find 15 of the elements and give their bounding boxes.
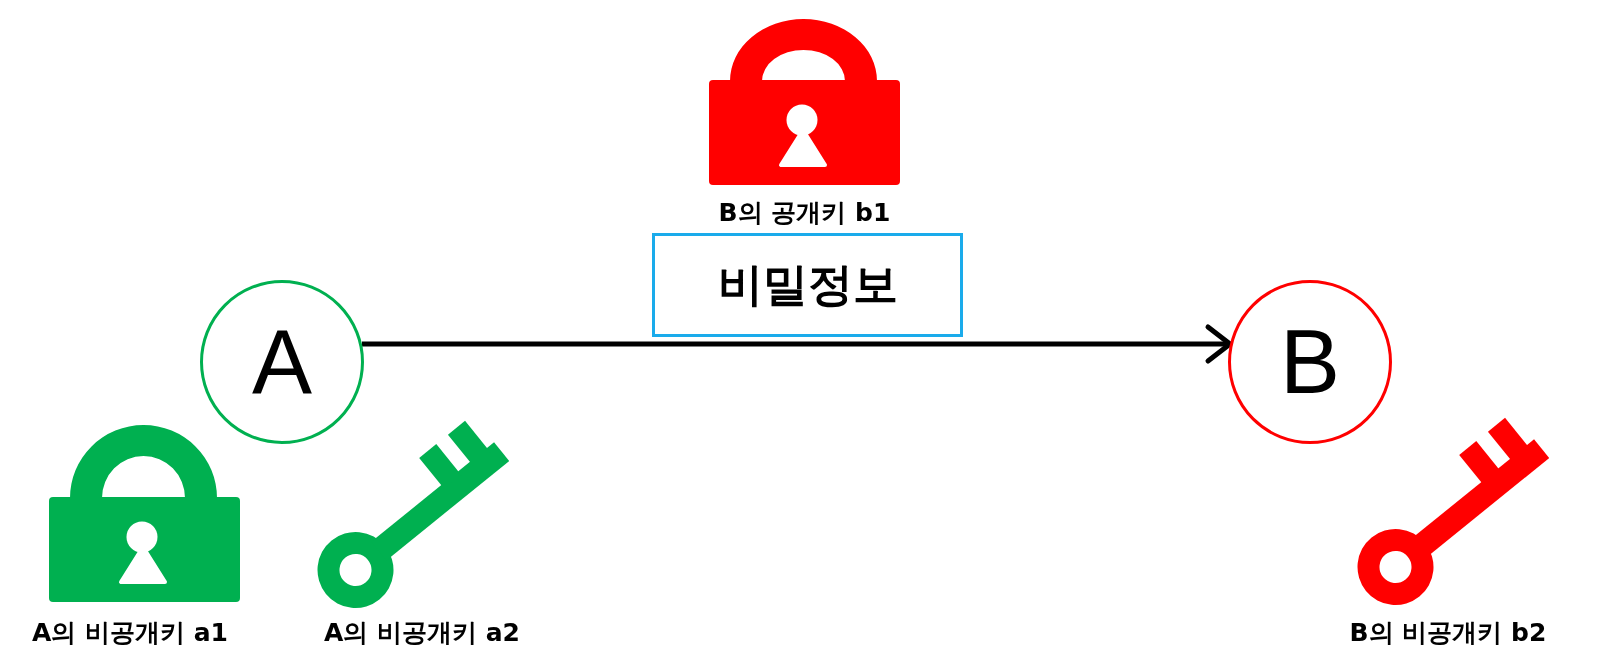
padlock-icon — [709, 19, 900, 185]
key-icon — [316, 420, 509, 609]
party-name: A — [252, 317, 312, 407]
party-circle — [200, 280, 364, 444]
party-name: B — [1280, 317, 1340, 407]
key-icon — [1356, 417, 1549, 606]
key-caption: B의 비공개키 b2 — [1349, 618, 1547, 648]
party-circle — [1228, 280, 1392, 444]
arrow — [362, 324, 1233, 364]
message-box — [652, 233, 963, 337]
lock-caption: B의 공개키 b1 — [718, 198, 891, 228]
message-text: 비밀정보 — [717, 260, 898, 310]
key-caption: A의 비공개키 a2 — [324, 618, 520, 648]
lock-caption: A의 비공개키 a1 — [32, 618, 228, 648]
padlock-icon — [49, 425, 240, 602]
